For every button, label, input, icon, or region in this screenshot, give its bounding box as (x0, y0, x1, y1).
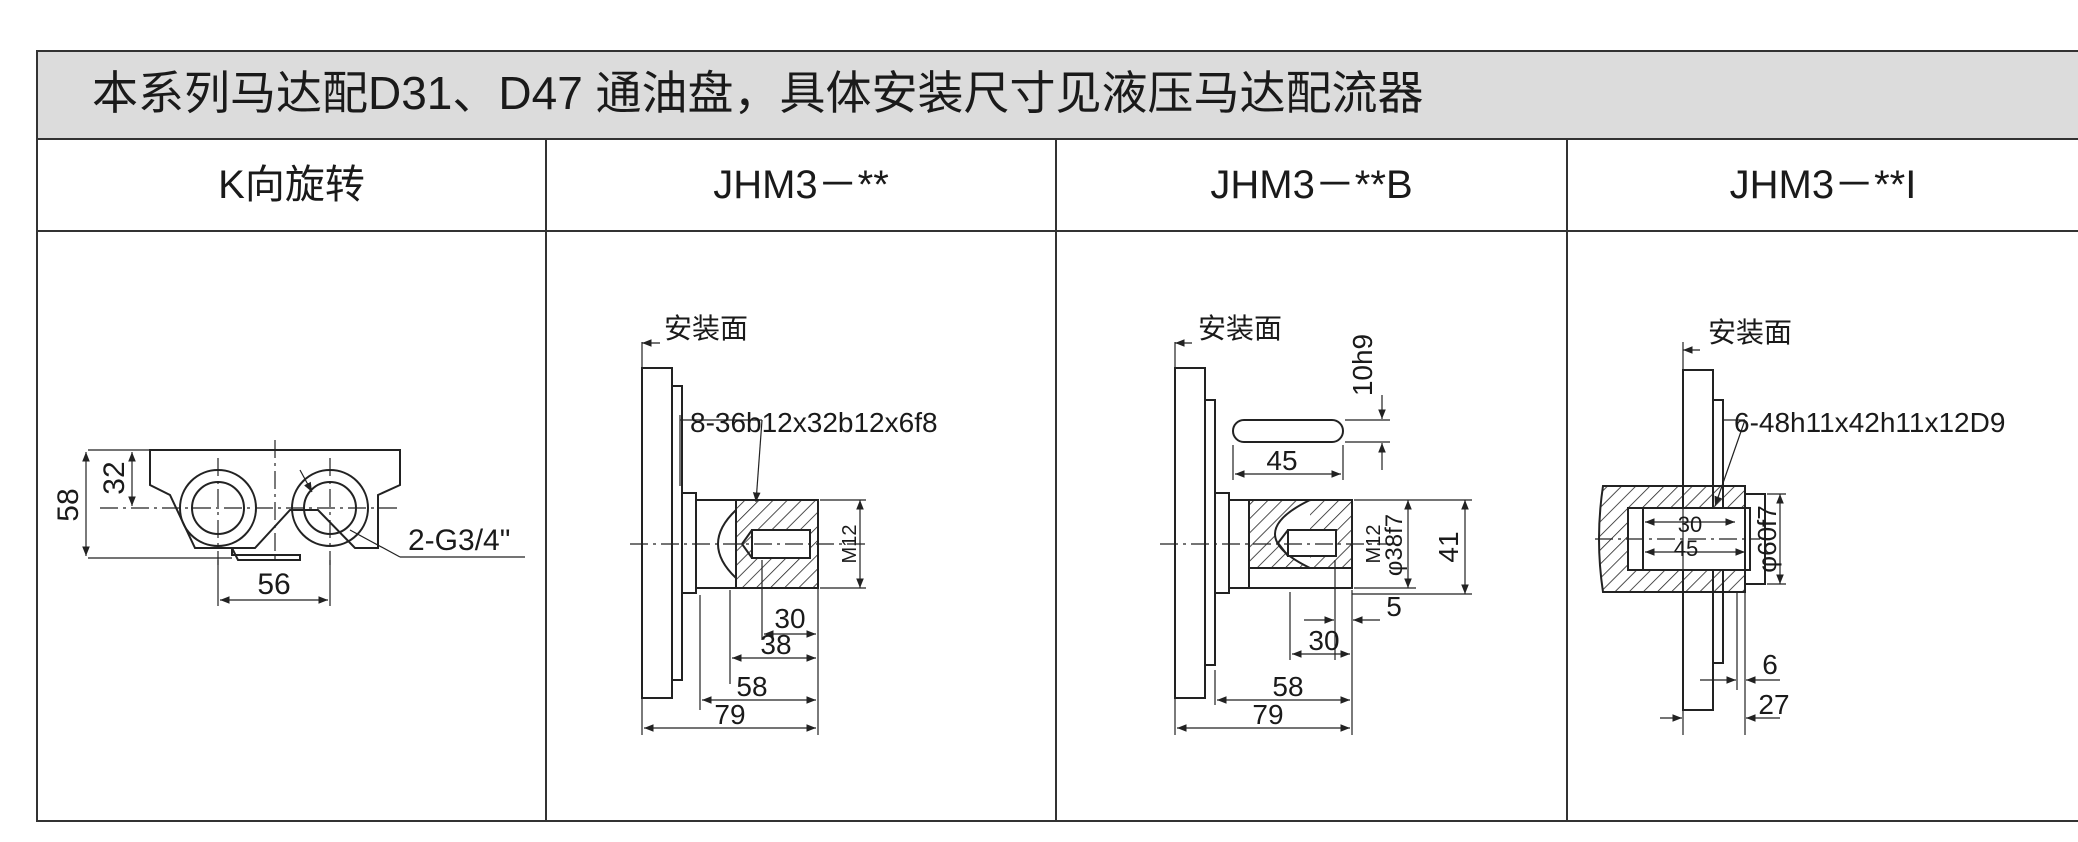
k-view-dim-32: 32 (98, 461, 131, 494)
jhm3-dim-38: 38 (760, 629, 791, 660)
jhm3-i-bore-dia: φ60f7 (1752, 505, 1782, 572)
jhm3-b-key-length: 45 (1266, 445, 1297, 476)
jhm3-i-drawing (1595, 342, 1786, 735)
table-bottom-border (36, 820, 2078, 822)
jhm3-b-dim-5: 5 (1386, 591, 1402, 622)
jhm3-dim-30: 30 (774, 603, 805, 634)
column-divider-3 (1566, 138, 1568, 822)
jhm3-i-mount-face: 安装面 (1708, 317, 1792, 348)
column-header-jhm3: JHM3－** (713, 163, 889, 207)
column-divider-1 (545, 138, 547, 822)
banner-bottom-border (36, 138, 2078, 140)
column-header-jhm3-i: JHM3－**I (1729, 163, 1917, 207)
column-header-jhm3-b: JHM3－**B (1210, 163, 1413, 207)
jhm3-i-dim-6: 6 (1762, 649, 1778, 680)
jhm3-thread: M12 (839, 525, 861, 564)
jhm3-i-dim-30: 30 (1678, 512, 1702, 537)
jhm3-b-mount-face: 安装面 (1198, 313, 1282, 344)
table-left-border (36, 50, 38, 822)
k-view-dim-56: 56 (257, 568, 290, 601)
k-view-drawing (82, 440, 525, 606)
table-top-border (36, 50, 2078, 52)
jhm3-b-dim-79: 79 (1252, 699, 1283, 730)
jhm3-mount-face: 安装面 (664, 313, 748, 344)
jhm3-b-thread: M12 (1363, 525, 1385, 564)
jhm3-dim-79: 79 (714, 699, 745, 730)
jhm3-dim-58: 58 (736, 671, 767, 702)
jhm3-spline-label: 8-36b12x32b12x6f8 (690, 407, 938, 438)
jhm3-i-spline-label: 6-48h11x42h11x12D9 (1734, 407, 2005, 438)
jhm3-i-dim-45: 45 (1674, 536, 1698, 561)
jhm3-i-dim-27: 27 (1758, 689, 1789, 720)
column-divider-2 (1055, 138, 1057, 822)
k-view-port-label: 2-G3/4" (408, 524, 510, 557)
header-bottom-border (36, 230, 2078, 232)
jhm3-b-dim-30: 30 (1308, 625, 1339, 656)
jhm3-b-shaft-dia: φ38f7 (1381, 514, 1408, 576)
jhm3-b-drawing (1160, 339, 1472, 735)
jhm3-b-dim-58: 58 (1272, 671, 1303, 702)
jhm3-b-key-width: 10h9 (1347, 334, 1378, 396)
jhm3-drawing (630, 339, 870, 735)
k-view-dim-58: 58 (52, 488, 85, 521)
jhm3-b-dim-41: 41 (1433, 531, 1464, 562)
column-header-k-view: K向旋转 (218, 163, 365, 207)
banner-title: 本系列马达配D31、D47 通油盘，具体安装尺寸见液压马达配流器 (92, 67, 1424, 119)
header-banner (36, 50, 2078, 138)
